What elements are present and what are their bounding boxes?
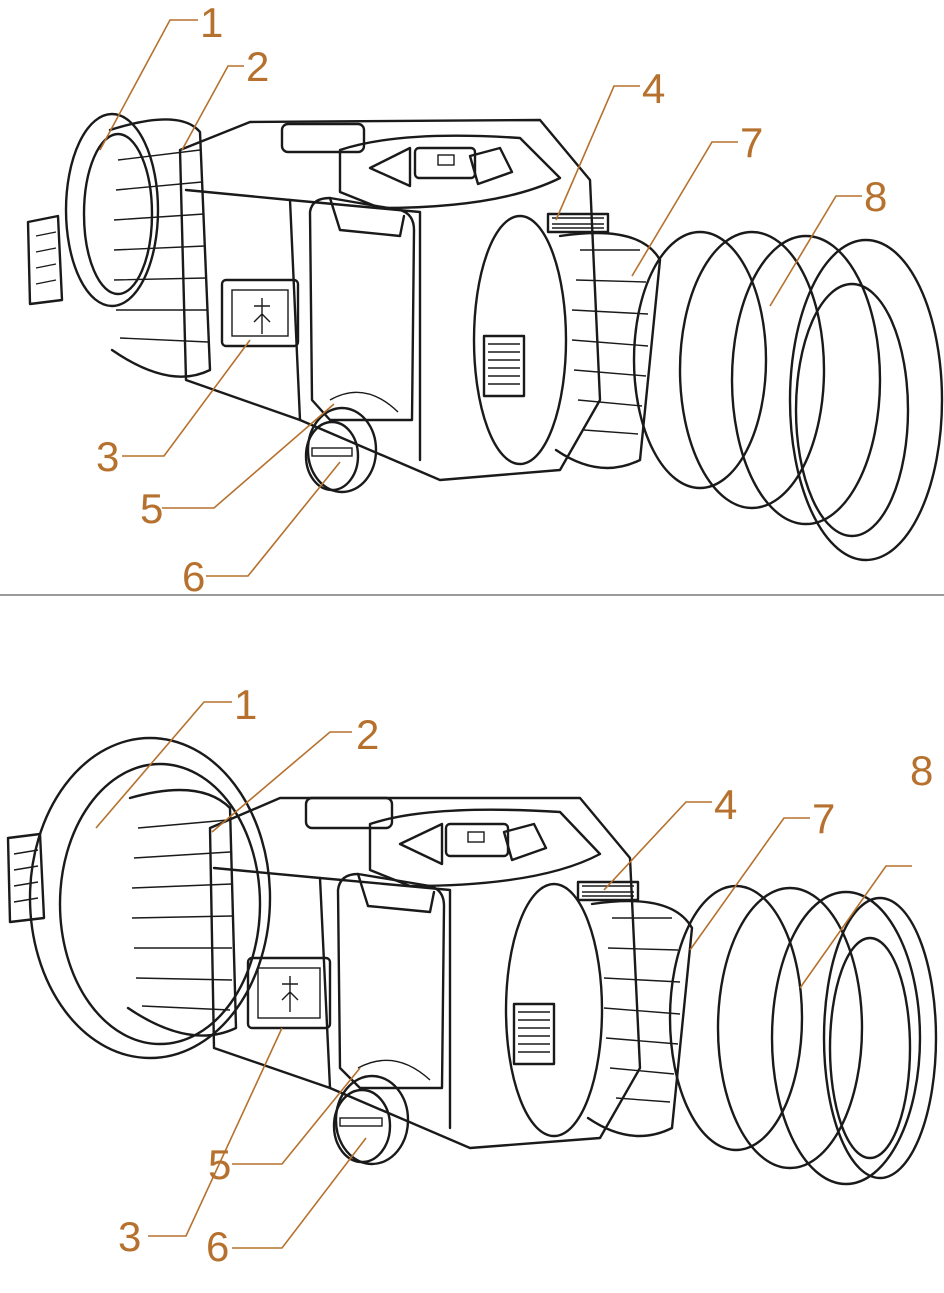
diopter-ring xyxy=(504,880,640,1138)
callout-5: 5 xyxy=(140,485,164,532)
control-buttons xyxy=(398,822,548,866)
callout-3: 3 xyxy=(96,433,120,480)
callout-5: 5 xyxy=(208,1141,232,1188)
eyecup xyxy=(668,884,938,1186)
callout-2: 2 xyxy=(246,43,270,90)
main-body xyxy=(178,118,602,482)
callout-4: 4 xyxy=(714,781,738,828)
device-illustration-bottom xyxy=(6,701,938,1249)
device-diagram-top: 1 2 3 4 5 6 7 8 xyxy=(0,0,944,600)
callout-8: 8 xyxy=(864,173,888,220)
device-diagram-bottom: 1 2 3 4 5 6 7 8 xyxy=(0,598,944,1293)
callout-leaders xyxy=(95,701,912,1249)
main-body xyxy=(208,796,642,1150)
lens-cap xyxy=(6,736,272,1060)
callout-8: 8 xyxy=(910,747,934,794)
callout-2: 2 xyxy=(356,711,380,758)
battery-knob xyxy=(304,406,378,494)
usb-port xyxy=(220,278,300,348)
battery-knob xyxy=(332,1074,410,1166)
panel-divider xyxy=(0,594,944,596)
device-illustration-top xyxy=(26,19,944,577)
focus-ring xyxy=(126,788,238,1037)
callout-4: 4 xyxy=(642,65,666,112)
eyepiece-ring xyxy=(586,899,694,1138)
callout-3: 3 xyxy=(118,1213,142,1260)
callout-6: 6 xyxy=(206,1223,230,1270)
control-buttons xyxy=(368,146,514,188)
eyecup xyxy=(632,230,944,562)
focus-ring xyxy=(108,118,212,378)
callout-6: 6 xyxy=(182,553,206,600)
usb-port xyxy=(246,956,332,1030)
battery-compartment-cover xyxy=(336,872,446,1090)
callout-7: 7 xyxy=(812,795,836,842)
lens-cap xyxy=(26,112,160,308)
callout-7: 7 xyxy=(740,119,764,166)
callout-leaders xyxy=(99,19,862,577)
callout-1: 1 xyxy=(200,0,224,46)
battery-compartment-cover xyxy=(308,196,416,422)
callout-1: 1 xyxy=(234,681,258,728)
diopter-ring xyxy=(472,212,610,466)
